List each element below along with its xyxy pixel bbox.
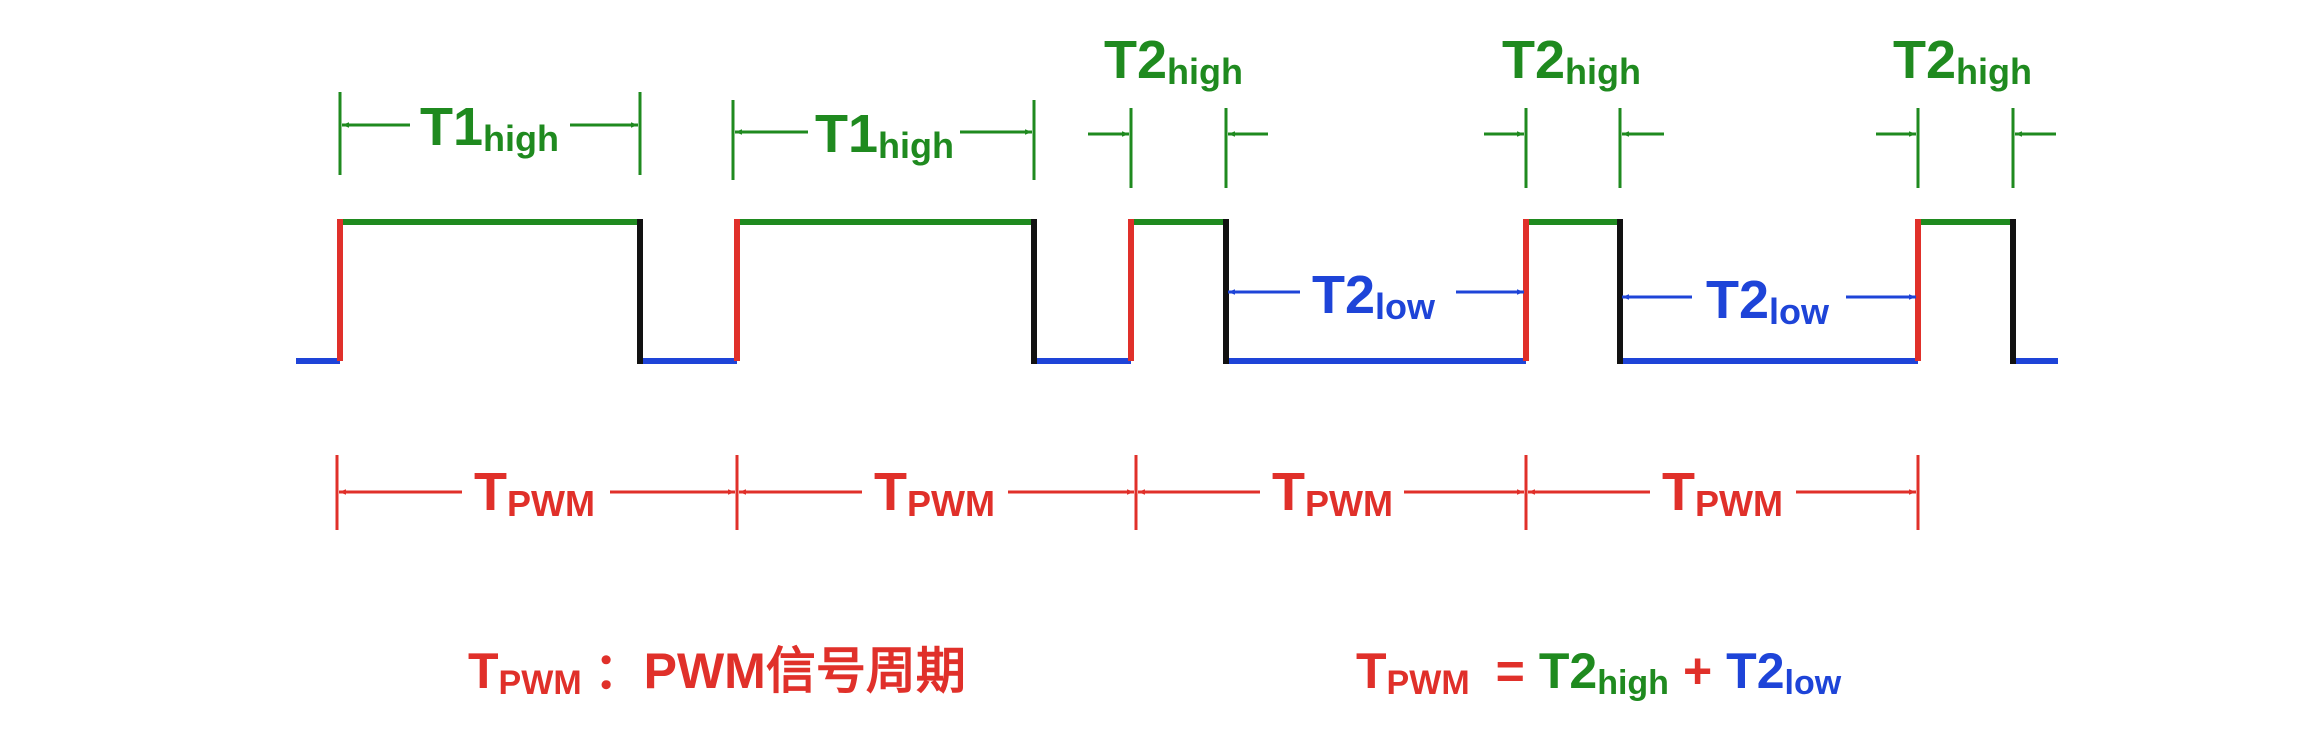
period-label: TPWM <box>1662 462 1783 524</box>
t2-high-label: T2high <box>1502 30 1641 92</box>
t2-high-label: T2high <box>1893 30 2032 92</box>
t1-high-label: T1high <box>420 97 559 159</box>
period-label: TPWM <box>874 462 995 524</box>
caption-period-formula: TPWM=T2high+T2low <box>1356 643 1842 702</box>
period-dimensions <box>335 455 1920 530</box>
period-label: TPWM <box>474 462 595 524</box>
pwm-waveform <box>296 219 2058 364</box>
t2-low-label: T2low <box>1706 270 1830 332</box>
t1-high-label: T1high <box>815 104 954 166</box>
low-time-dimensions <box>1228 289 1916 300</box>
t2-low-label: T2low <box>1312 265 1436 327</box>
period-label: TPWM <box>1272 462 1393 524</box>
t2-high-label: T2high <box>1104 30 1243 92</box>
caption-period-definition: TPWM：PWM信号周期 <box>468 643 966 702</box>
high-time-dimensions <box>338 92 2056 188</box>
